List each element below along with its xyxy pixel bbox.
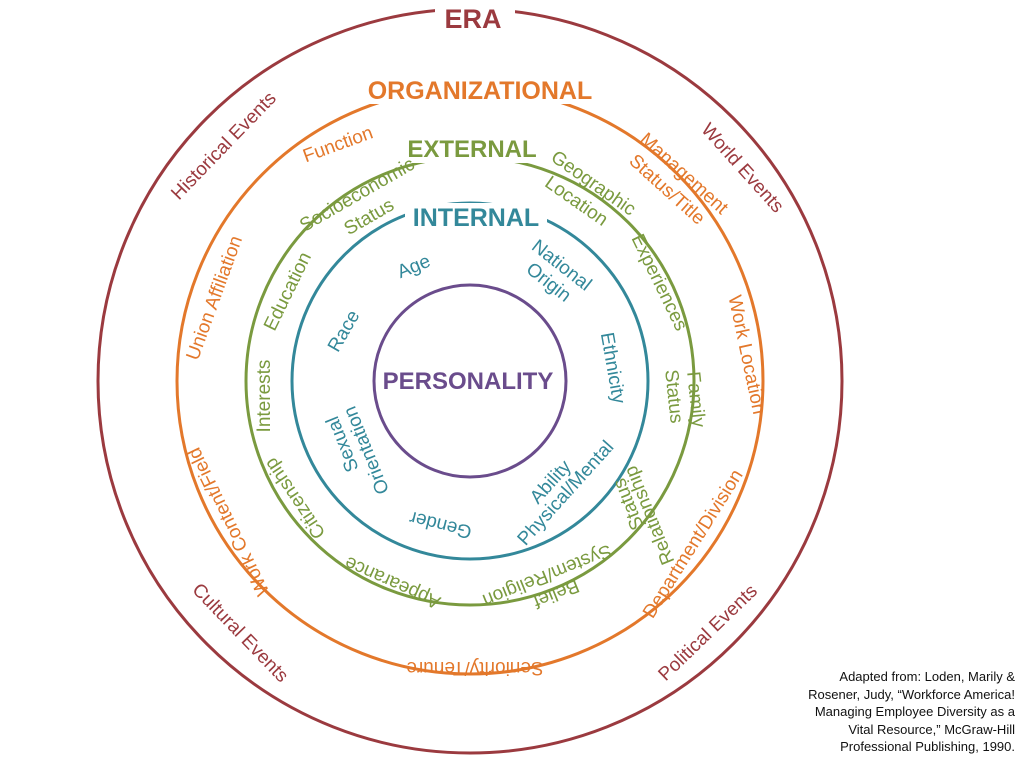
internal-title-gap <box>405 203 547 231</box>
external-title-gap <box>393 135 549 163</box>
int-item-race: Race <box>324 307 364 356</box>
ext-item-citizenship: Citizenship <box>261 454 330 543</box>
organizational-title-gap <box>350 74 608 104</box>
organizational-title: ORGANIZATIONAL <box>368 77 593 105</box>
era-title-gap <box>435 0 515 28</box>
org-item-seniority-tenure: Seniority/Tenure <box>406 657 543 678</box>
citation: Adapted from: Loden, Marily & Rosener, J… <box>785 668 1015 756</box>
citation-line: Professional Publishing, 1990. <box>840 739 1015 754</box>
int-item-ethnicity: Ethnicity <box>596 331 629 406</box>
era-item-cultural-events: Cultural Events <box>188 580 293 687</box>
org-item-union-affiliation: Union Affiliation <box>183 233 247 363</box>
ext-item-education: Education <box>260 249 316 334</box>
personality-title: PERSONALITY <box>383 368 554 395</box>
internal-title: INTERNAL <box>413 204 539 232</box>
ext-item-interests: Interests <box>254 360 275 433</box>
external-title: EXTERNAL <box>407 136 536 163</box>
citation-line: Vital Resource,” McGraw-Hill <box>848 721 1015 737</box>
citation-line: Rosener, Judy, “Workforce America! <box>808 686 1015 702</box>
personality-ring <box>372 283 568 479</box>
era-title: ERA <box>444 4 501 34</box>
ext-item-appearance: Appearance <box>342 552 444 613</box>
citation-line: Managing Employee Diversity as a <box>814 704 1015 719</box>
ext-item-family-status: Status <box>660 369 687 425</box>
int-item-gender: Gender <box>407 506 474 542</box>
org-item-function: Function <box>300 123 376 168</box>
org-item-work-content-field: Work Content/Field <box>184 444 274 599</box>
int-item-age: Age <box>394 251 433 283</box>
citation-line: Adapted from: Loden, Marily & <box>839 669 1015 684</box>
era-item-historical-events: Historical Events <box>167 88 280 204</box>
